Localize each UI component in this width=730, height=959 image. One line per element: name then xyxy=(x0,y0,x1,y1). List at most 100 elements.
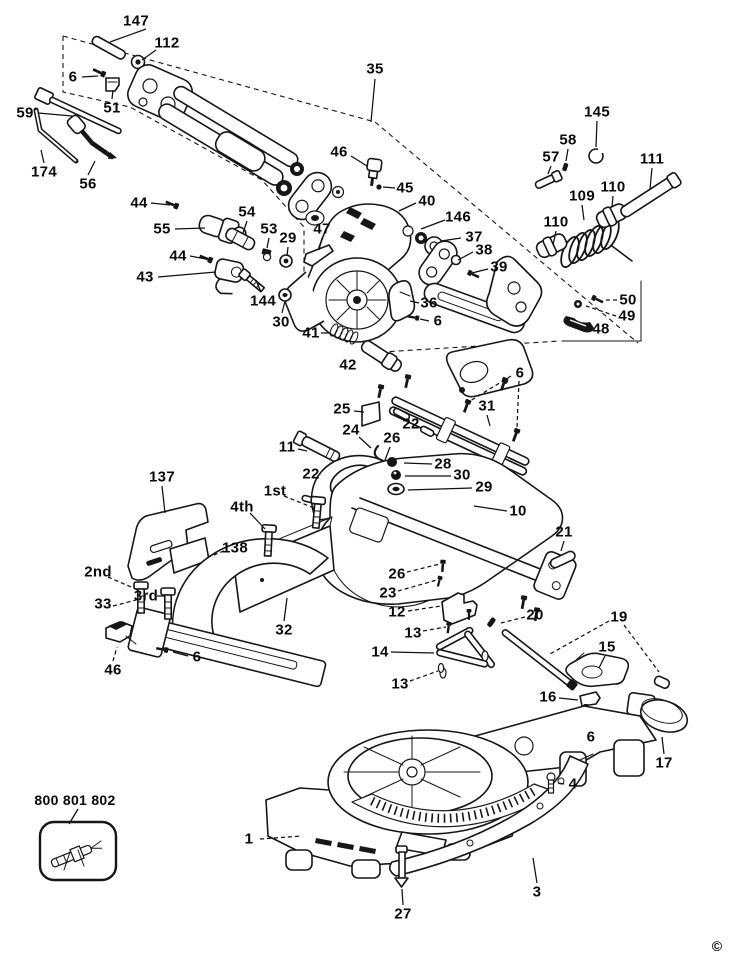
leader-line-49 xyxy=(585,305,617,317)
leader-line-17 xyxy=(661,736,665,755)
part-pin-21 xyxy=(549,550,576,569)
part-rod-20 xyxy=(487,617,578,691)
leader-line-16 xyxy=(558,697,579,701)
leader-line-30a xyxy=(281,300,286,314)
leader-line-26a xyxy=(384,446,391,461)
leader-line-13a xyxy=(422,626,447,632)
part-rod-56 xyxy=(66,114,117,160)
leader-line-6a xyxy=(81,75,99,78)
part-ball-45 xyxy=(376,184,382,190)
part-rod-42 xyxy=(360,340,403,372)
leader-line-20 xyxy=(500,616,526,624)
part-link-plate-38 xyxy=(418,240,481,286)
part-spring-41 xyxy=(329,323,359,345)
leader-line-32 xyxy=(283,597,288,622)
part-bracket-137 xyxy=(127,502,209,581)
leader-line-45 xyxy=(382,186,396,189)
leader-line-44a xyxy=(150,202,171,206)
leader-line-31 xyxy=(486,414,491,427)
part-detent-arm-3 xyxy=(388,753,594,877)
leader-line-4 xyxy=(557,782,565,785)
leader-line-147 xyxy=(109,28,147,43)
leader-line-46b xyxy=(112,646,118,662)
part-clip-16 xyxy=(579,691,601,715)
part-pin-19 xyxy=(653,675,671,689)
leader-line-146 xyxy=(420,219,446,230)
leader-line-40 xyxy=(398,202,417,212)
leader-line-6c xyxy=(469,375,512,402)
part-clamp-43 xyxy=(214,258,245,295)
part-bolt-27 xyxy=(394,845,409,888)
part-ring-145 xyxy=(588,147,604,164)
part-pin-54 xyxy=(225,227,256,251)
leader-line-59 xyxy=(37,112,73,117)
part-bolt-11 xyxy=(292,430,341,463)
part-main-arm-10 xyxy=(310,452,564,608)
part-screw-144 xyxy=(238,268,266,293)
part-ball-30b xyxy=(391,470,401,480)
leader-line-15 xyxy=(598,655,606,669)
leader-line-109 xyxy=(581,204,585,221)
leader-line-35 xyxy=(370,78,376,123)
leader-line-6c xyxy=(516,380,520,428)
part-screw-4 xyxy=(546,772,556,794)
leader-line-174 xyxy=(40,149,45,164)
leader-line-3 xyxy=(532,857,538,884)
leader-line-57 xyxy=(547,165,552,175)
part-rotor-wheel xyxy=(283,257,403,343)
leader-line-29a xyxy=(286,246,289,257)
part-link-plate-35 xyxy=(287,171,345,226)
part-latch-15 xyxy=(565,652,630,688)
part-clamp-46b xyxy=(105,621,137,645)
part-channel-rail xyxy=(127,606,327,688)
leader-line-144 xyxy=(255,279,262,293)
leader-line-36 xyxy=(409,300,420,304)
part-rail-tubes xyxy=(158,85,304,196)
leader-line-46a xyxy=(350,155,368,167)
leader-line-53 xyxy=(266,237,270,249)
leader-line-11 xyxy=(297,448,308,452)
leader-line-27 xyxy=(401,888,404,906)
part-pin-13b xyxy=(437,662,445,674)
leader-line-38 xyxy=(457,251,474,261)
leader-line-111 xyxy=(649,167,653,190)
leader-line-10 xyxy=(473,505,508,512)
part-screw-50 xyxy=(590,294,605,305)
part-curved-subbase xyxy=(171,537,329,647)
part-clip-48 xyxy=(563,316,594,333)
leader-line-1 xyxy=(259,835,303,840)
leader-line-29b xyxy=(407,487,473,491)
part-pin-58 xyxy=(562,162,569,172)
inset-accessory-box xyxy=(38,820,118,882)
leader-line-19 xyxy=(623,624,660,673)
leader-line-26c xyxy=(406,563,441,573)
part-lever-36 xyxy=(388,280,416,322)
leader-line-44b xyxy=(189,255,207,260)
leader-line-1st xyxy=(283,495,315,509)
part-grommet-29b xyxy=(387,482,405,496)
leader-line-145 xyxy=(595,120,598,148)
leader-line-33 xyxy=(112,599,137,607)
leader-lines xyxy=(37,28,665,906)
leader-line-21 xyxy=(560,540,565,552)
leader-line-13b xyxy=(409,670,439,682)
part-washer-30a xyxy=(278,288,292,302)
part-plate-25 xyxy=(361,401,381,427)
part-washer-49 xyxy=(574,300,582,308)
leader-line-6b xyxy=(419,318,430,322)
leader-line-138 xyxy=(205,550,225,559)
part-collar-110-left xyxy=(535,233,568,259)
leader-line-137 xyxy=(161,485,166,514)
leader-line-39 xyxy=(471,268,489,274)
part-clamp-51 xyxy=(105,77,120,92)
part-rod-147 xyxy=(91,35,127,60)
leader-line-110a xyxy=(611,195,614,208)
leader-line-24 xyxy=(358,436,372,449)
leader-line-58 xyxy=(565,148,569,162)
part-nut-53 xyxy=(261,248,272,262)
part-carriage-block xyxy=(445,338,534,398)
part-screw-13a xyxy=(445,621,452,634)
part-rod-59 xyxy=(34,87,122,135)
leader-line-25 xyxy=(353,410,365,413)
